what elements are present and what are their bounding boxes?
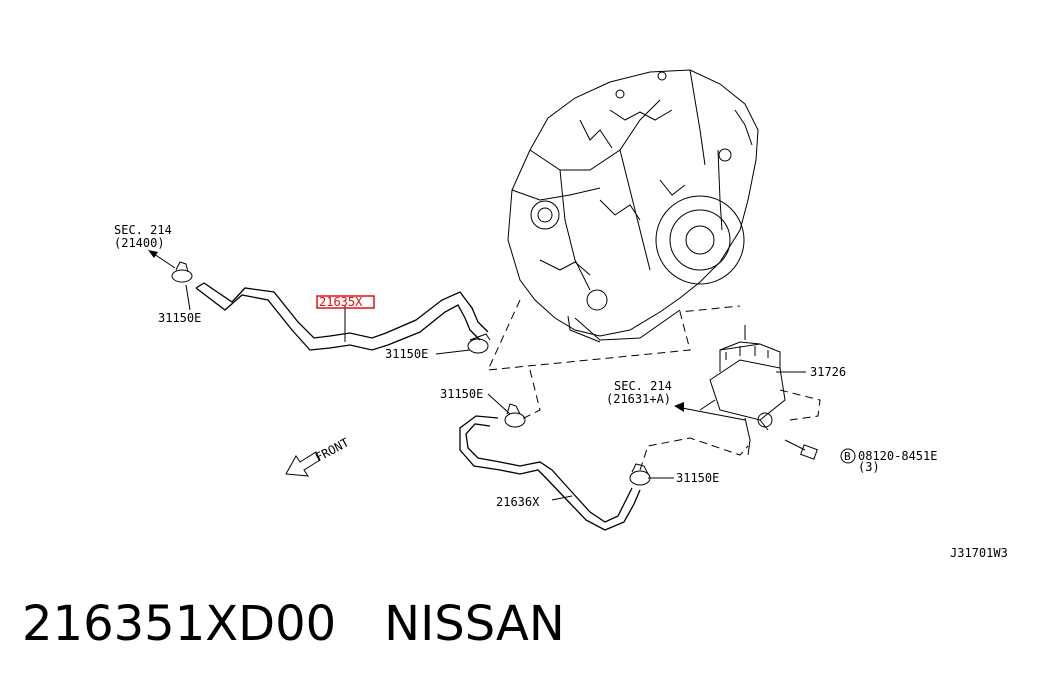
hose-lower xyxy=(459,415,641,531)
clamp-right-icon xyxy=(629,463,651,486)
hose-upper xyxy=(195,282,489,351)
clamp-mid-icon xyxy=(467,333,491,354)
label-sec-top-ref: (21400) xyxy=(114,236,165,250)
label-sec-mid: SEC. 214 xyxy=(614,379,672,393)
label-clamp-mid: 31150E xyxy=(385,347,428,361)
label-sec-top: SEC. 214 xyxy=(114,223,172,237)
bolt-ref-circle-icon xyxy=(840,448,856,464)
part-caption: 216351XD00 NISSAN xyxy=(22,596,565,652)
parts-diagram: SEC. 214 (21400) 31150E 21635X 31150E 31… xyxy=(114,69,1008,560)
bolt-icon xyxy=(784,439,818,460)
label-bolt-prefix: B xyxy=(844,450,851,463)
transmission-illustration xyxy=(507,69,759,343)
leader-lines xyxy=(185,284,806,501)
label-hose-upper[interactable]: 21635X xyxy=(319,295,363,309)
front-arrow-icon xyxy=(285,451,321,477)
clamp-left-icon xyxy=(171,261,193,283)
label-bolt: 08120-8451E xyxy=(858,449,937,463)
arrow-sec-top-icon xyxy=(148,250,176,269)
highlight-box xyxy=(316,295,375,309)
label-diagram-code: J31701W3 xyxy=(950,546,1008,560)
label-cooler: 31726 xyxy=(810,365,846,379)
part-number: 216351XD00 xyxy=(22,596,337,652)
label-clamp-right: 31150E xyxy=(676,471,719,485)
label-bolt-qty: (3) xyxy=(858,460,880,474)
arrow-sec-mid-icon xyxy=(674,402,746,421)
label-front: FRONT xyxy=(313,435,351,464)
label-clamp-left: 31150E xyxy=(158,311,201,325)
label-clamp-lower-left: 31150E xyxy=(440,387,483,401)
clamp-lower-left-icon xyxy=(504,403,526,428)
reference-dashes xyxy=(487,299,821,471)
label-sec-mid-ref: (21631+A) xyxy=(606,392,671,406)
label-hose-lower: 21636X xyxy=(496,495,540,509)
brand-name: NISSAN xyxy=(384,596,565,652)
oil-cooler-illustration xyxy=(699,325,786,456)
